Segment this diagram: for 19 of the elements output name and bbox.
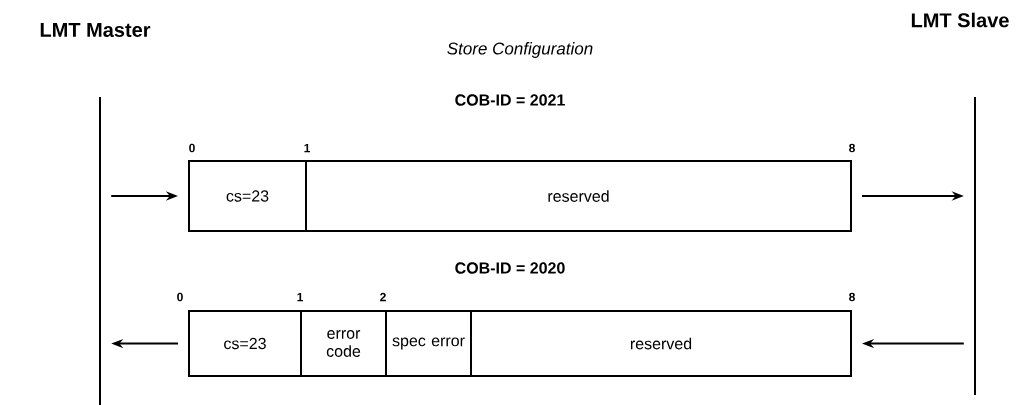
field-cell: spec error	[385, 310, 472, 377]
field-cell: error code	[300, 310, 387, 377]
field-cell: cs=23	[188, 310, 302, 377]
node-label: LMT Slave	[911, 12, 1009, 28]
field-cell: reserved	[305, 160, 852, 232]
node-label: LMT Master	[40, 23, 151, 37]
byte-index: 1	[304, 143, 310, 153]
title: Store Configuration	[447, 42, 593, 58]
field-cell: cs=23	[188, 160, 307, 232]
byte-index: 8	[849, 292, 855, 302]
field-cell: reserved	[470, 310, 852, 377]
byte-index: 0	[177, 292, 183, 302]
lifeline: LMT Master	[40, 23, 151, 405]
lifeline: LMT Slave	[911, 12, 1009, 395]
byte-index: 1	[297, 292, 303, 302]
byte-index: 8	[849, 143, 855, 153]
message-id: COB-ID = 2021	[455, 94, 565, 106]
byte-index: 2	[380, 292, 386, 302]
message-id: COB-ID = 2020	[455, 262, 565, 274]
